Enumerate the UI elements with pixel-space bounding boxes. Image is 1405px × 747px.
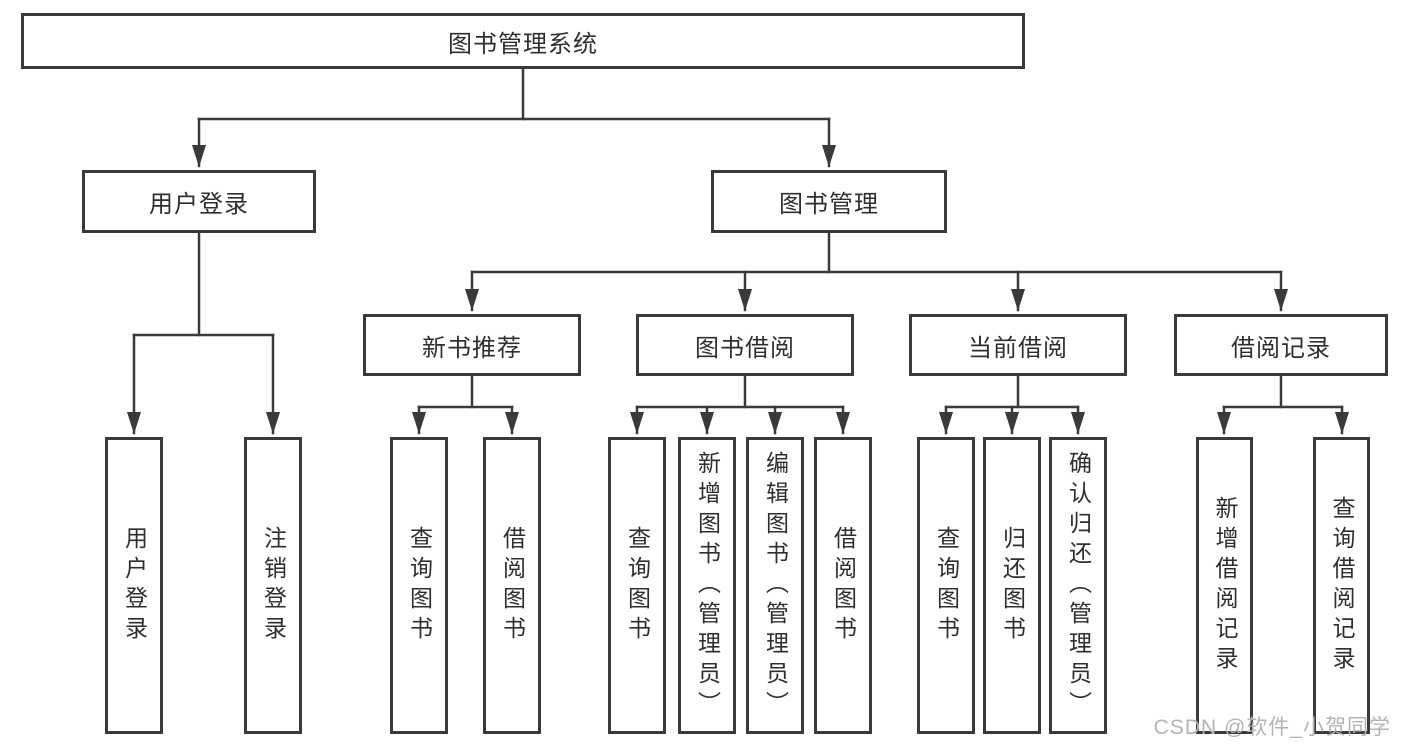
leaf-borrow-query-books-label: 查询图书 bbox=[624, 525, 651, 646]
leaf-current-query-books: 查询图书 bbox=[917, 437, 975, 734]
leaf-records-add-record: 新增借阅记录 bbox=[1196, 437, 1253, 734]
leaf-borrow-borrow-books: 借阅图书 bbox=[814, 437, 872, 734]
leaf-current-return-books-label: 归还图书 bbox=[999, 525, 1026, 646]
edge-book-mgmt-to-level3 bbox=[465, 231, 1288, 312]
edge-records-to-leaves bbox=[1217, 374, 1349, 435]
leaf-borrow-borrow-books-label: 借阅图书 bbox=[830, 525, 857, 646]
edge-user-login-to-leaves bbox=[127, 231, 280, 435]
leaf-logout: 注销登录 bbox=[244, 437, 302, 734]
node-borrow-records: 借阅记录 bbox=[1174, 314, 1388, 376]
leaf-borrow-edit-books: 编辑图书（管理员） bbox=[746, 437, 804, 734]
edge-current-to-leaves bbox=[939, 374, 1085, 435]
leaf-recommend-query-books-label: 查询图书 bbox=[406, 525, 433, 646]
node-book-management-label: 图书管理 bbox=[779, 191, 879, 218]
node-borrow-records-label: 借阅记录 bbox=[1231, 334, 1331, 362]
leaf-records-query-record: 查询借阅记录 bbox=[1313, 437, 1370, 734]
node-new-book-recommend: 新书推荐 bbox=[363, 314, 581, 376]
leaf-recommend-query-books: 查询图书 bbox=[390, 437, 448, 734]
leaf-recommend-borrow-books-label: 借阅图书 bbox=[499, 525, 526, 646]
node-root-label: 图书管理系统 bbox=[448, 30, 598, 58]
node-book-borrow: 图书借阅 bbox=[636, 314, 854, 376]
leaf-logout-label: 注销登录 bbox=[260, 525, 287, 646]
edge-root-to-level2 bbox=[192, 67, 836, 168]
watermark: CSDN @软件_小贺同学 bbox=[1153, 716, 1391, 739]
node-user-login-label: 用户登录 bbox=[149, 191, 249, 218]
leaf-records-add-record-label: 新增借阅记录 bbox=[1212, 495, 1238, 676]
leaf-recommend-borrow-books: 借阅图书 bbox=[483, 437, 541, 734]
leaf-current-return-books: 归还图书 bbox=[983, 437, 1041, 734]
leaf-records-query-record-label: 查询借阅记录 bbox=[1329, 495, 1355, 676]
leaf-current-confirm-return: 确认归还（管理员） bbox=[1049, 437, 1107, 734]
node-book-management: 图书管理 bbox=[711, 170, 947, 233]
leaf-user-login: 用户登录 bbox=[105, 437, 163, 734]
edge-recommend-to-leaves bbox=[412, 374, 519, 435]
node-book-borrow-label: 图书借阅 bbox=[695, 334, 795, 362]
node-root: 图书管理系统 bbox=[21, 13, 1025, 69]
leaf-borrow-query-books: 查询图书 bbox=[608, 437, 666, 734]
edge-borrow-to-leaves bbox=[630, 374, 850, 435]
leaf-borrow-add-books-label: 新增图书（管理员） bbox=[694, 450, 721, 721]
leaf-borrow-edit-books-label: 编辑图书（管理员） bbox=[762, 450, 789, 721]
leaf-current-confirm-return-label: 确认归还（管理员） bbox=[1065, 450, 1092, 721]
node-current-borrow: 当前借阅 bbox=[909, 314, 1127, 376]
leaf-current-query-books-label: 查询图书 bbox=[933, 525, 960, 646]
leaf-borrow-add-books: 新增图书（管理员） bbox=[678, 437, 736, 734]
leaf-user-login-label: 用户登录 bbox=[121, 525, 148, 646]
node-current-borrow-label: 当前借阅 bbox=[968, 334, 1068, 362]
node-new-book-recommend-label: 新书推荐 bbox=[422, 334, 522, 362]
node-user-login: 用户登录 bbox=[82, 170, 316, 233]
